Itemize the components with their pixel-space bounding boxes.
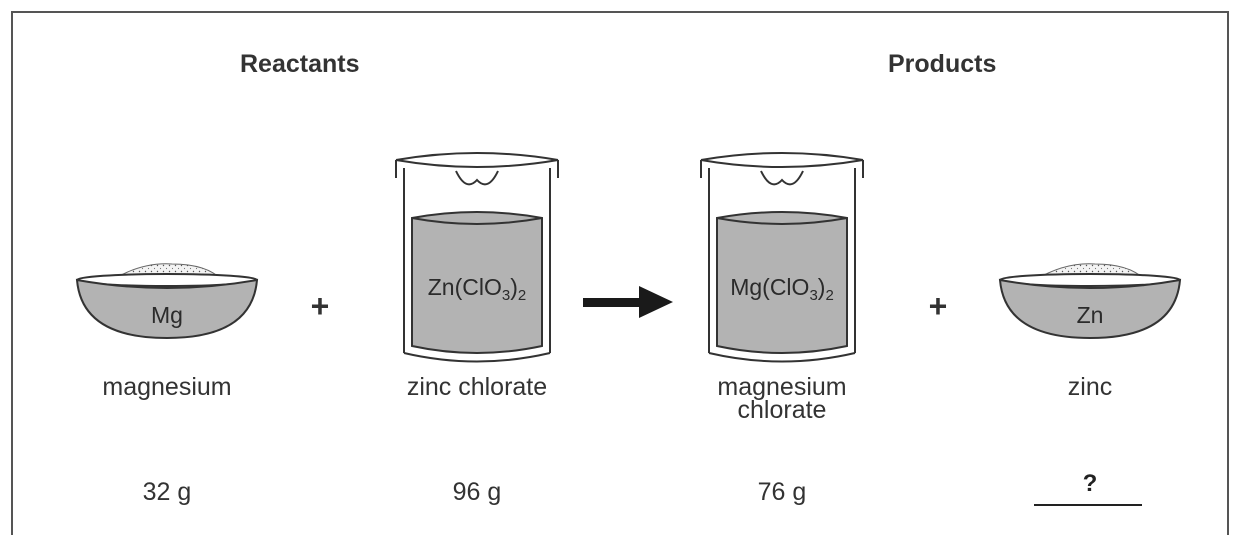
plus-sign-products: + <box>928 288 948 324</box>
zinc-dish <box>998 263 1182 340</box>
zinc-chlorate-beaker <box>395 152 559 363</box>
magnesium-formula: Mg <box>151 302 183 328</box>
magnesium-chlorate-label-line2: chlorate <box>737 396 827 424</box>
magnesium-chlorate-formula: Mg(ClO3)2 <box>730 274 834 304</box>
magnesium-mass: 32 g <box>142 478 192 506</box>
zinc-formula: Zn <box>1076 302 1104 328</box>
magnesium-chlorate-label-line1: magnesium <box>717 373 847 401</box>
reaction-arrow <box>583 286 673 318</box>
diagram-frame <box>11 11 1229 535</box>
magnesium-dish <box>75 263 259 340</box>
zinc-mass-answer-line <box>1034 504 1142 506</box>
magnesium-label: magnesium <box>102 373 232 401</box>
zinc-chlorate-label: zinc chlorate <box>406 373 548 401</box>
zinc-label: zinc <box>1067 373 1113 401</box>
plus-sign-reactants: + <box>310 288 330 324</box>
zinc-chlorate-mass: 96 g <box>452 478 502 506</box>
zinc-chlorate-formula: Zn(ClO3)2 <box>427 274 527 304</box>
magnesium-chlorate-beaker <box>700 152 864 363</box>
magnesium-chlorate-mass: 76 g <box>757 478 807 506</box>
zinc-mass-unknown: ? <box>1082 470 1098 497</box>
reactants-heading: Reactants <box>240 50 360 78</box>
products-heading: Products <box>888 50 997 78</box>
magnesium-chlorate-label: magnesium chlorate <box>682 373 882 424</box>
